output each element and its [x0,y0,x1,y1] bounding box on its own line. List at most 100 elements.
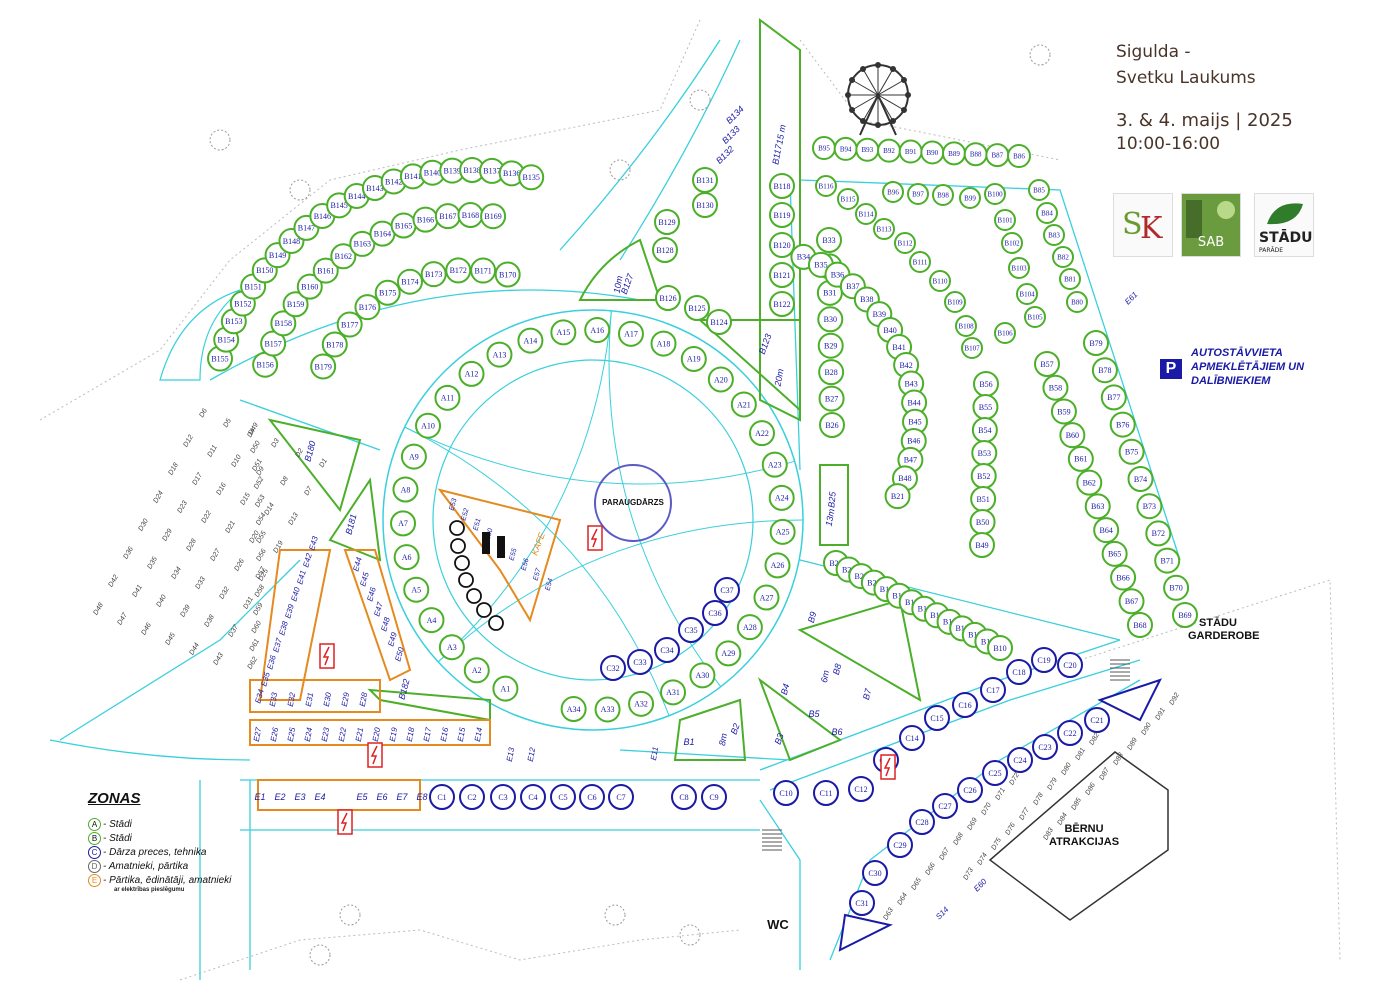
stall-b: B112 [894,232,916,254]
stall-a-label: A19 [687,355,701,364]
stall-e: E36 [265,654,278,671]
stall-b-label: B113 [877,225,892,233]
stall-b-label: B109 [947,298,963,306]
stall-b: B51 [970,486,997,512]
stall-a-ring [769,518,796,545]
stall-b-label: B61 [1074,455,1087,464]
stall-e: E47 [372,601,385,618]
stall-b-label: B130 [696,201,713,210]
stall-b-label: B57 [1040,360,1053,369]
stall-c: C28 [909,809,935,835]
zone-text: - Pārtika, ēdinātāji, amatnieki [103,874,232,886]
stall-b-ring [270,310,297,337]
stall-b: B55 [972,394,999,420]
stall-b-label: B169 [484,212,501,221]
stall-a-ring [594,696,621,723]
stall-b-label: B98 [937,191,949,199]
stall-b-label: B160 [301,282,318,291]
stall-a-ring [650,330,677,357]
stall-b-label: B33 [822,236,835,245]
stall-d: D59 [252,602,265,617]
stall-b-ring [818,359,845,386]
stall-d: D60 [251,620,264,635]
stall-d: D88 [1112,752,1125,767]
stall-d: D37 [227,623,240,639]
stall-d: D70 [980,802,993,817]
stall-d: D52 [253,476,266,491]
stall-b: B98 [932,184,954,206]
zone-letter-icon: A [88,817,101,831]
stall-b-small: B132 [714,144,736,166]
stall-b-ring [296,273,323,300]
stall-c-ring [520,784,546,810]
stall-c-triangle [1097,678,1162,722]
ferris-wheel-cabin [900,107,907,113]
stall-a-ring [517,327,544,354]
stall-e: E54 [545,578,555,592]
stall-a: A26 [764,552,791,579]
stall-size: 20m [772,367,785,387]
stall-c-label: C25 [988,769,1001,778]
stall-b-label: B75 [1125,448,1138,457]
stall-c-label: C35 [684,626,697,635]
stall-b: B76 [1109,411,1136,438]
stadu-logo-text: STĀDU [1259,228,1312,246]
stall-c-label: C24 [1013,756,1026,765]
stall-a: A29 [715,640,742,667]
stall-b: B164 [369,220,396,247]
stall-d: D9 [255,466,266,477]
stall-c: C37 [714,577,740,603]
stall-b-ring [1118,588,1145,615]
map-subtitle: Svetku Laukums [1116,68,1256,88]
stall-b-ring [470,257,497,284]
stall-c-ring [1031,647,1057,673]
stall-b: B160 [296,273,323,300]
stall-e: E53 [449,498,459,512]
stall-e: E5 [356,792,368,802]
stall-b-label: B93 [861,146,873,154]
zone-letter-icon: E [88,873,101,887]
central-ring-inner [432,359,754,681]
sab-logo-text: SAB [1198,235,1224,250]
stall-c: C6 [579,784,605,810]
stall-b-label: B164 [374,229,391,238]
stall-b-small: B8 [831,663,844,676]
stall-b-label: B77 [1107,393,1120,402]
stall-e: E32 [286,691,297,707]
stall-a: A27 [753,584,780,611]
stall-b-label: B178 [326,340,343,349]
stall-a-label: A17 [624,330,638,339]
stall-c: C9 [701,784,727,810]
stall-e: E48 [379,616,392,633]
stall-b-ring [1118,438,1145,465]
stall-e: E14 [473,726,484,742]
stall-b: B66 [1110,564,1137,591]
stall-c: C36 [702,600,728,626]
stall-a: A11 [434,384,461,411]
stall-c-label: C6 [587,793,596,802]
tree-icon [309,944,331,966]
stall-b-label: B46 [907,437,920,446]
stall-d: D89 [1126,737,1139,752]
stall-b: B70 [1163,574,1190,601]
stall-d: D92 [1168,692,1181,707]
stall-a: A13 [486,341,513,368]
stall-size: 6m [819,669,831,684]
stall-b: B125 [684,295,710,321]
stall-a-ring [707,366,734,393]
stall-b-small: B2 [729,722,742,736]
stall-d: D32 [218,586,231,601]
stall-e: E2 [274,792,285,802]
stall-b-label: B150 [256,266,273,275]
stall-b-label: B86 [1013,152,1025,160]
stall-b-ring [819,412,845,438]
stall-b-ring [1084,493,1111,520]
stall-b-label: B100 [987,190,1003,198]
stall-c: C16 [952,692,978,718]
stall-b: B52 [970,463,997,489]
stall-b-ring [1091,357,1118,384]
stall-c: C7 [608,784,634,810]
stall-d: D65 [910,877,923,892]
stall-d: D56 [255,548,268,563]
electricity-icon [337,809,353,835]
